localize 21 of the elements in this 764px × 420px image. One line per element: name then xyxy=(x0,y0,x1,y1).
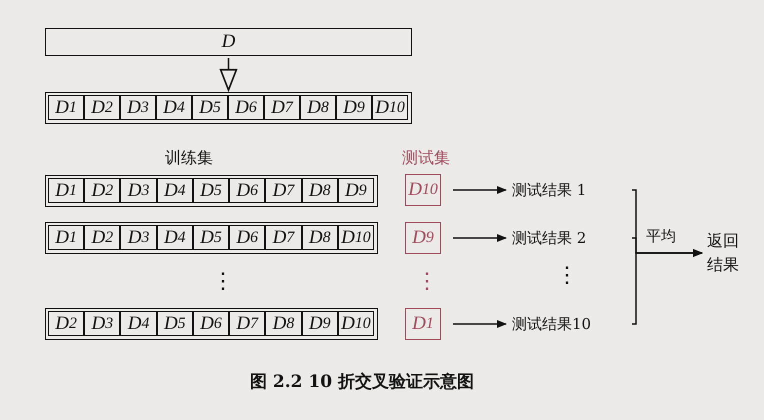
data-row-bar xyxy=(45,308,378,340)
data-row-bar xyxy=(45,92,412,124)
result-text: 测试结果 1 xyxy=(512,178,630,202)
ellipsis-dots: ⋮ xyxy=(212,268,234,294)
data-row-bar xyxy=(45,222,378,254)
bracket-arrow xyxy=(632,249,703,325)
set-heading: 测试集 xyxy=(402,148,450,169)
hollow-arrow xyxy=(220,58,238,91)
arrow xyxy=(453,234,507,242)
ellipsis-dots: ⋮ xyxy=(416,268,438,294)
figure-caption: 图 2.2 10 折交叉验证示意图 xyxy=(250,371,474,393)
arrow xyxy=(453,186,507,194)
result-text: 测试结果 2 xyxy=(512,226,630,250)
arrow xyxy=(453,320,507,328)
ellipsis-dots: ⋮ xyxy=(556,262,578,288)
result-text: 测试结果10 xyxy=(512,312,630,336)
set-heading: 训练集 xyxy=(165,148,213,169)
dataset-bar: D xyxy=(45,28,412,56)
data-row-bar xyxy=(45,175,378,207)
return-result-text: 返回结果 xyxy=(704,226,742,280)
edge-label: 平均 xyxy=(646,227,676,246)
